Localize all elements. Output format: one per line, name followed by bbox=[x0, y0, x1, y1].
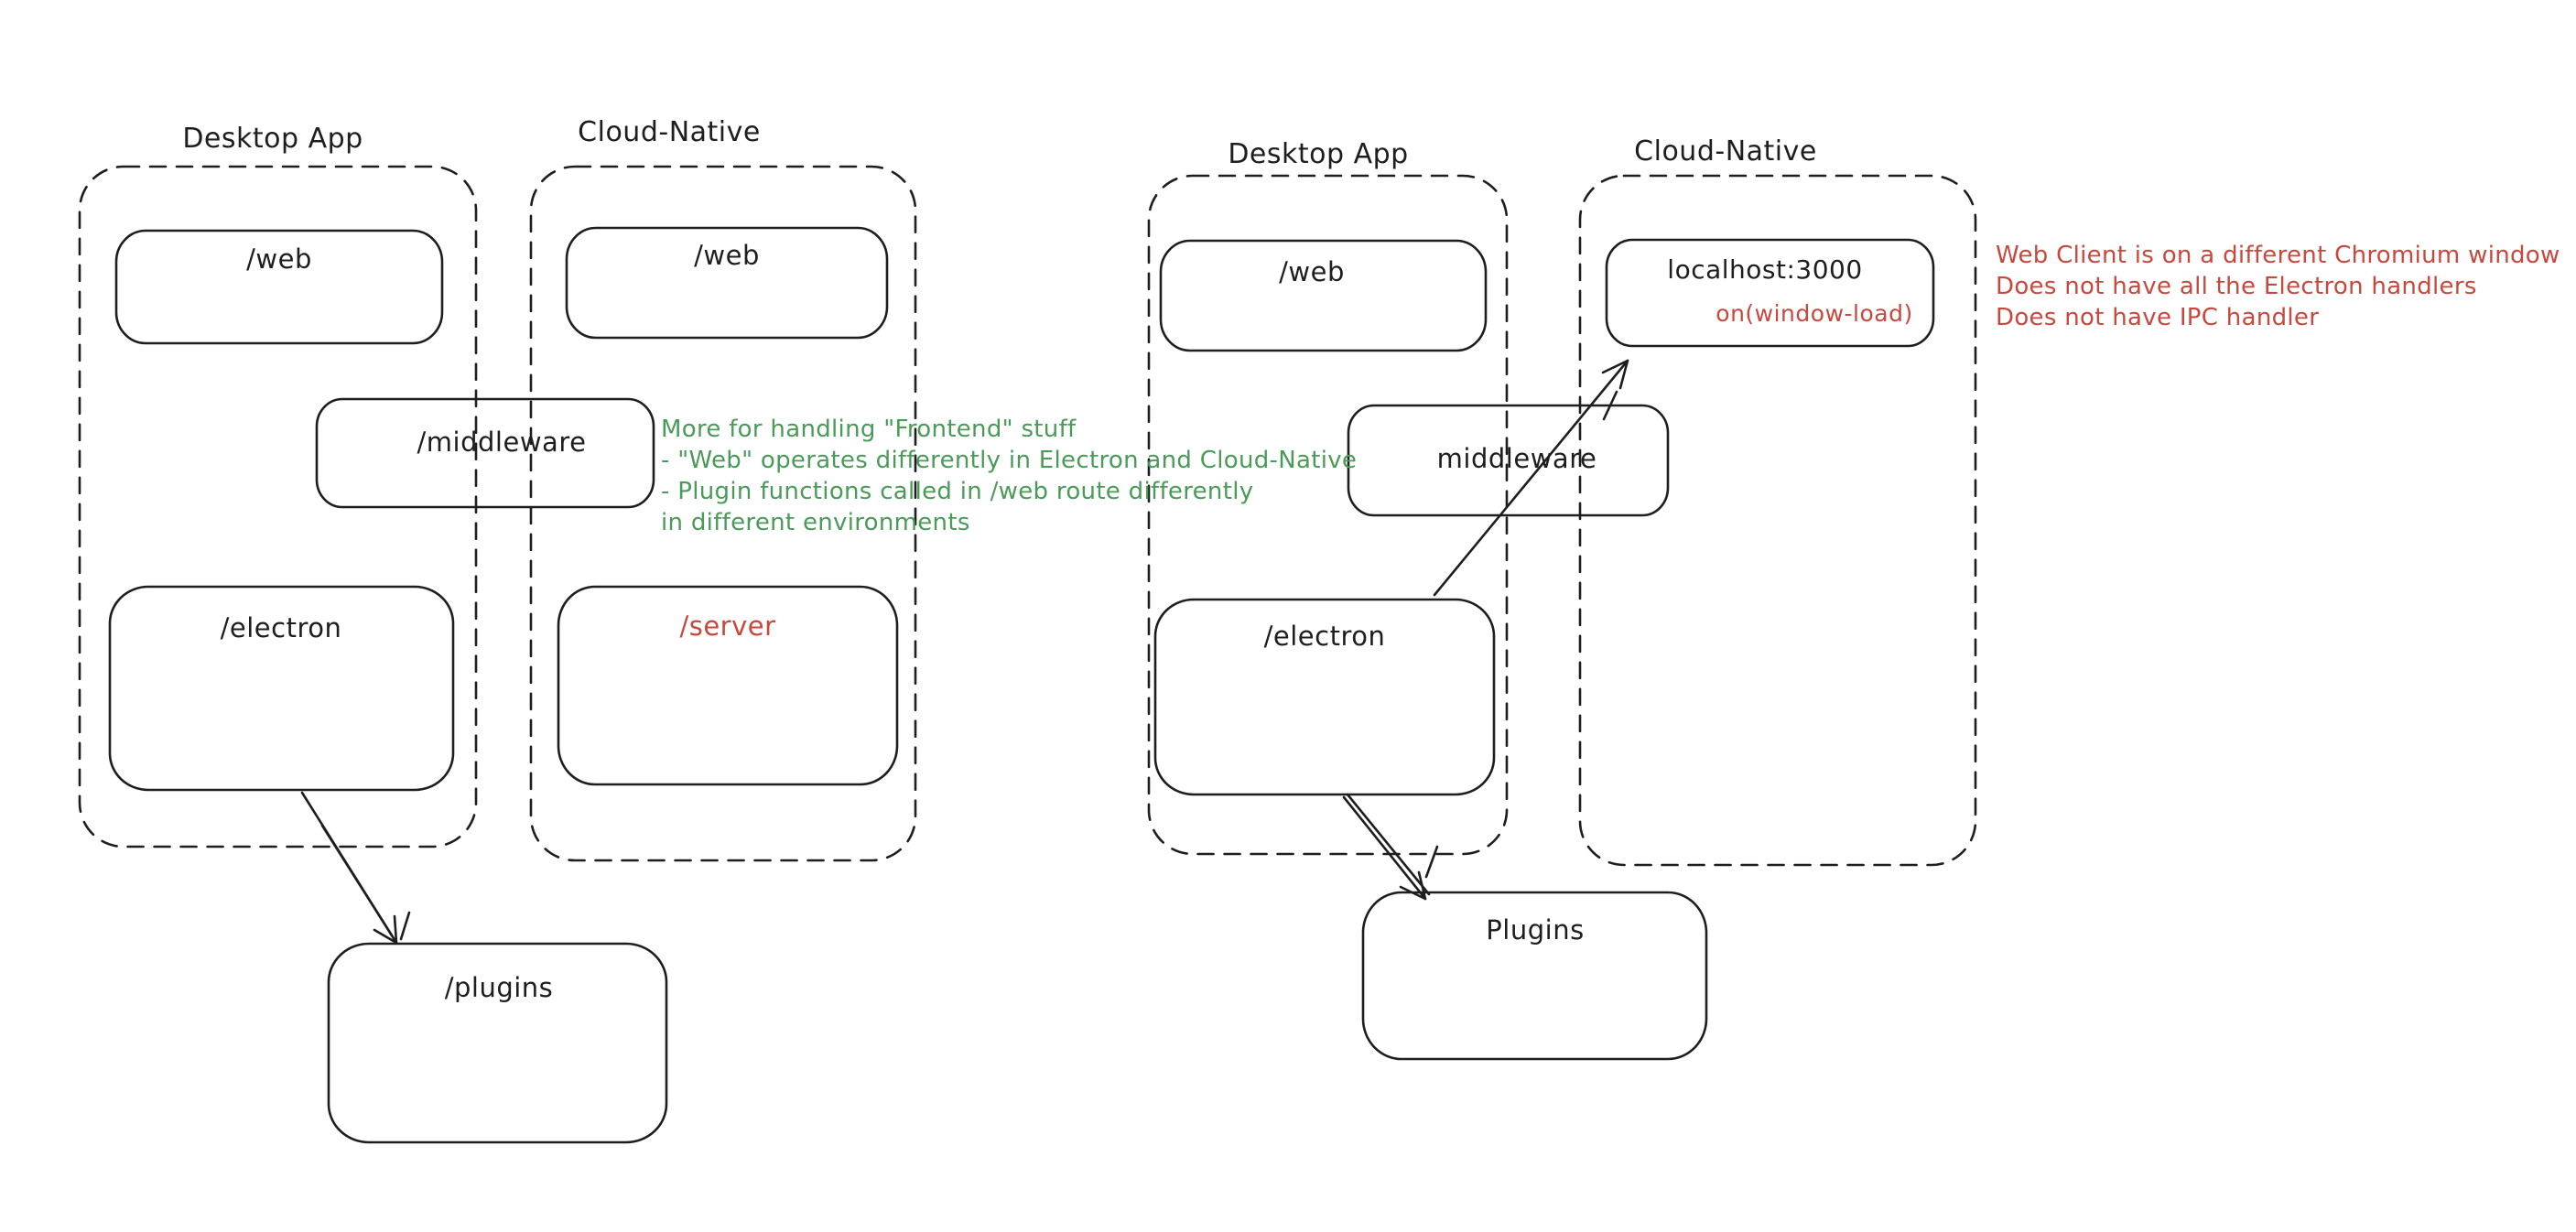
label-plugins-right: Plugins bbox=[1486, 914, 1585, 946]
box-web-right bbox=[1159, 239, 1488, 352]
label-plugins-left: /plugins bbox=[444, 972, 554, 1003]
box-middleware-right bbox=[1347, 404, 1670, 517]
note-line: More for handling "Frontend" stuff bbox=[661, 416, 1077, 443]
note-web-client-red: Web Client is on a different Chromium wi… bbox=[1996, 240, 2560, 333]
label-server-left: /server bbox=[679, 611, 776, 642]
label-middleware-left: /middleware bbox=[417, 427, 587, 458]
label-electron-right: /electron bbox=[1263, 621, 1386, 652]
box-middleware-left bbox=[315, 397, 655, 509]
box-web-desktop-left bbox=[114, 229, 444, 345]
note-line: in different environments bbox=[661, 509, 970, 536]
note-line: - Plugin functions called in /web route … bbox=[661, 478, 1254, 505]
box-web-cloud-left bbox=[565, 226, 889, 340]
label-on-window-load: on(window-load) bbox=[1716, 300, 1913, 327]
group-title-cloud-native-right: Cloud-Native bbox=[1634, 135, 1817, 168]
label-web-desktop-left: /web bbox=[246, 243, 312, 275]
note-middleware-green: More for handling "Frontend" stuff - "We… bbox=[661, 414, 1357, 538]
note-line: Web Client is on a different Chromium wi… bbox=[1996, 242, 2560, 269]
group-title-desktop-app-left: Desktop App bbox=[182, 123, 363, 155]
box-electron-right bbox=[1153, 598, 1496, 796]
note-line: Does not have all the Electron handlers bbox=[1996, 273, 2477, 300]
box-plugins-right bbox=[1361, 891, 1708, 1061]
group-title-cloud-native-left: Cloud-Native bbox=[578, 116, 761, 148]
group-title-desktop-app-right: Desktop App bbox=[1228, 138, 1409, 170]
label-electron-left: /electron bbox=[220, 612, 342, 643]
box-localhost-right bbox=[1605, 238, 1935, 348]
label-web-cloud-left: /web bbox=[694, 240, 760, 271]
container-desktop-app-left bbox=[78, 165, 478, 848]
box-plugins-left bbox=[327, 942, 668, 1144]
container-desktop-app-right bbox=[1147, 174, 1509, 856]
arrow-electron-to-plugins-left bbox=[300, 791, 411, 945]
label-web-right: /web bbox=[1279, 256, 1345, 287]
arrow-electron-to-localhost-right bbox=[1433, 359, 1629, 597]
arrow-electron-to-plugins-right bbox=[1342, 793, 1439, 901]
note-line: Does not have IPC handler bbox=[1996, 304, 2320, 331]
container-cloud-native-left bbox=[529, 165, 917, 862]
label-localhost-3000: localhost:3000 bbox=[1667, 254, 1863, 285]
label-middleware-right: middleware bbox=[1436, 443, 1597, 474]
note-line: - "Web" operates differently in Electron… bbox=[661, 447, 1358, 474]
container-cloud-native-right bbox=[1578, 174, 1977, 867]
box-server-left bbox=[557, 585, 899, 786]
box-electron-left bbox=[108, 585, 455, 792]
